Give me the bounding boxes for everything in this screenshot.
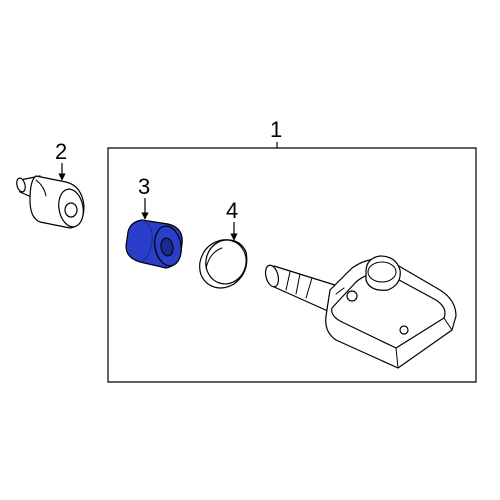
callout-4-label: 4 — [226, 198, 238, 223]
part-2-valve-cap[interactable] — [15, 175, 86, 229]
callout-3[interactable]: 3 — [138, 174, 150, 220]
callout-2-label: 2 — [55, 139, 67, 164]
callout-4[interactable]: 4 — [226, 198, 238, 241]
assembly-frame — [107, 147, 477, 383]
part-3-hole — [160, 237, 174, 257]
callout-1-label: 1 — [270, 117, 282, 142]
part-3-grommet[interactable] — [125, 219, 184, 269]
callout-3-label: 3 — [138, 174, 150, 199]
callout-1[interactable]: 1 — [270, 117, 282, 148]
part-4-seal[interactable] — [199, 236, 251, 289]
part-1-tpms-sensor[interactable] — [263, 255, 457, 369]
callout-2[interactable]: 2 — [55, 139, 67, 181]
